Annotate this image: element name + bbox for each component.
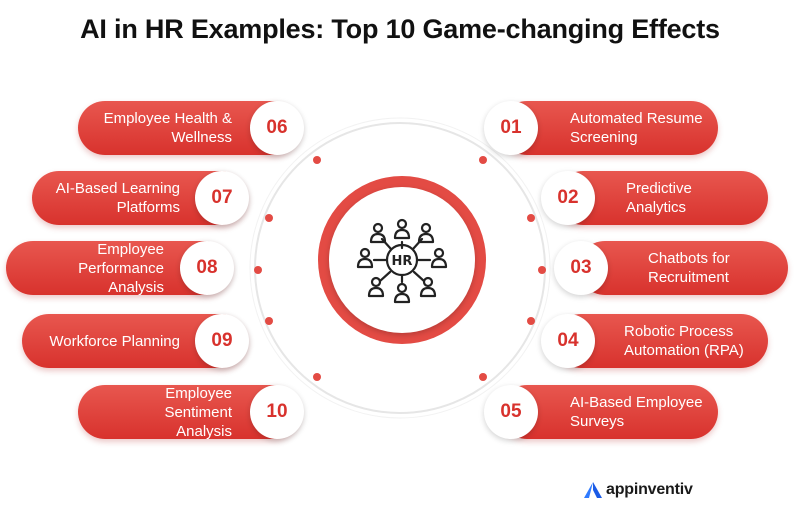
item-01-number: 01 — [484, 101, 538, 155]
page-title: AI in HR Examples: Top 10 Game-changing … — [80, 14, 720, 44]
ring-dot — [265, 317, 273, 325]
item-07-label: AI-Based Learning Platforms — [55, 180, 180, 216]
item-10-label: Employee Sentiment Analysis — [164, 384, 232, 440]
item-04-label: Robotic Process Automation (RPA) — [624, 323, 744, 359]
ring-dot — [254, 266, 262, 274]
ring-dot — [527, 214, 535, 222]
ring-dot — [479, 156, 487, 164]
item-06-label: Employee Health & Wellness — [103, 110, 232, 146]
center-badge: HR — [329, 187, 475, 333]
item-03-label: Chatbots for Recruitment — [648, 250, 730, 286]
brand-logo: appinventiv — [583, 480, 693, 500]
ring-dot — [313, 373, 321, 381]
item-06-number: 06 — [250, 101, 304, 155]
item-03-number: 03 — [554, 241, 608, 295]
item-09-label: Workforce Planning — [49, 332, 180, 350]
item-03-pill: Chatbots for Recruitment — [578, 241, 788, 295]
item-05-label: AI-Based Employee Surveys — [570, 394, 703, 430]
appinventiv-logo-icon — [584, 482, 602, 498]
brand-name: appinventiv — [606, 481, 693, 498]
item-09-number: 09 — [195, 314, 249, 368]
item-08-number: 08 — [180, 241, 234, 295]
item-01-label: Automated Resume Screening — [570, 110, 703, 146]
item-07-number: 07 — [195, 171, 249, 225]
item-04-number: 04 — [541, 314, 595, 368]
ring-dot — [538, 266, 546, 274]
item-08-label: Employee Performance Analysis — [78, 240, 164, 296]
ring-dot — [527, 317, 535, 325]
svg-text:HR: HR — [392, 254, 413, 269]
item-02-label: Predictive Analytics — [626, 180, 692, 216]
ring-dot — [479, 373, 487, 381]
ring-dot — [313, 156, 321, 164]
item-05-number: 05 — [484, 385, 538, 439]
ring-dot — [265, 214, 273, 222]
item-10-number: 10 — [250, 385, 304, 439]
hr-team-network-icon: HR — [356, 218, 448, 304]
item-02-number: 02 — [541, 171, 595, 225]
